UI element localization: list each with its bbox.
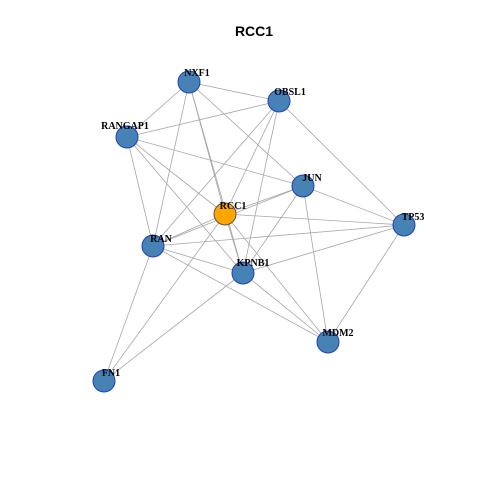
edge-rcc1-mdm2 xyxy=(224,213,329,343)
edge-ran-mdm2 xyxy=(152,245,329,343)
edge-rangap1-ran xyxy=(126,136,154,247)
node-label-rcc1: RCC1 xyxy=(220,201,247,212)
edge-tp53-mdm2 xyxy=(327,224,405,343)
edge-nxf1-obsl1 xyxy=(188,81,280,102)
node-label-kpnb1: KPNB1 xyxy=(237,258,270,269)
edge-kpnb1-mdm2 xyxy=(242,272,329,343)
node-circle-tp53 xyxy=(392,213,416,237)
node-tp53: TP53 xyxy=(392,212,425,237)
edge-jun-rcc1 xyxy=(224,185,304,215)
edge-rangap1-kpnb1 xyxy=(126,136,244,274)
edge-rcc1-tp53 xyxy=(224,213,405,226)
graph-title: RCC1 xyxy=(235,23,273,39)
edge-kpnb1-fn1 xyxy=(103,272,244,382)
edge-nxf1-rangap1 xyxy=(126,81,190,138)
node-ran: RAN xyxy=(141,234,173,258)
node-circle-ran xyxy=(141,234,165,258)
edge-rcc1-ran xyxy=(152,213,226,247)
edge-obsl1-tp53 xyxy=(278,100,405,226)
edge-jun-mdm2 xyxy=(302,185,329,343)
node-label-obsl1: OBSL1 xyxy=(274,87,306,98)
node-circle-rangap1 xyxy=(115,125,139,149)
node-label-mdm2: MDM2 xyxy=(322,328,353,339)
node-circle-obsl1 xyxy=(267,89,291,113)
node-circle-kpnb1 xyxy=(231,261,255,285)
edge-rangap1-jun xyxy=(126,136,304,187)
edge-layer xyxy=(103,81,405,382)
node-circle-fn1 xyxy=(92,369,116,393)
edge-ran-kpnb1 xyxy=(152,245,244,274)
edge-rangap1-rcc1 xyxy=(126,136,226,215)
node-rcc1: RCC1 xyxy=(213,201,247,226)
edge-nxf1-kpnb1 xyxy=(188,81,244,274)
node-mdm2: MDM2 xyxy=(316,328,354,354)
node-label-tp53: TP53 xyxy=(402,212,425,223)
node-circle-rcc1 xyxy=(213,202,237,226)
edge-obsl1-rangap1 xyxy=(126,100,280,138)
node-label-jun: JUN xyxy=(302,173,322,184)
node-nxf1: NXF1 xyxy=(177,68,210,94)
edge-obsl1-rcc1 xyxy=(224,100,280,215)
node-kpnb1: KPNB1 xyxy=(231,258,270,285)
edge-jun-kpnb1 xyxy=(242,185,304,274)
node-jun: JUN xyxy=(291,173,322,198)
node-circle-mdm2 xyxy=(316,330,340,354)
node-circle-jun xyxy=(291,174,315,198)
edge-nxf1-ran xyxy=(152,81,190,247)
node-fn1: FN1 xyxy=(92,368,120,393)
edge-obsl1-ran xyxy=(152,100,280,247)
node-label-rangap1: RANGAP1 xyxy=(101,121,149,132)
node-circle-nxf1 xyxy=(177,70,201,94)
edge-tp53-ran xyxy=(152,224,405,247)
node-label-ran: RAN xyxy=(150,234,172,245)
node-label-nxf1: NXF1 xyxy=(184,68,210,79)
edge-tp53-kpnb1 xyxy=(242,224,405,274)
edge-ran-fn1 xyxy=(103,245,154,382)
edge-nxf1-jun xyxy=(188,81,304,187)
edge-jun-tp53 xyxy=(302,185,405,226)
node-obsl1: OBSL1 xyxy=(267,87,306,113)
node-label-fn1: FN1 xyxy=(102,368,120,379)
node-rangap1: RANGAP1 xyxy=(101,121,149,149)
